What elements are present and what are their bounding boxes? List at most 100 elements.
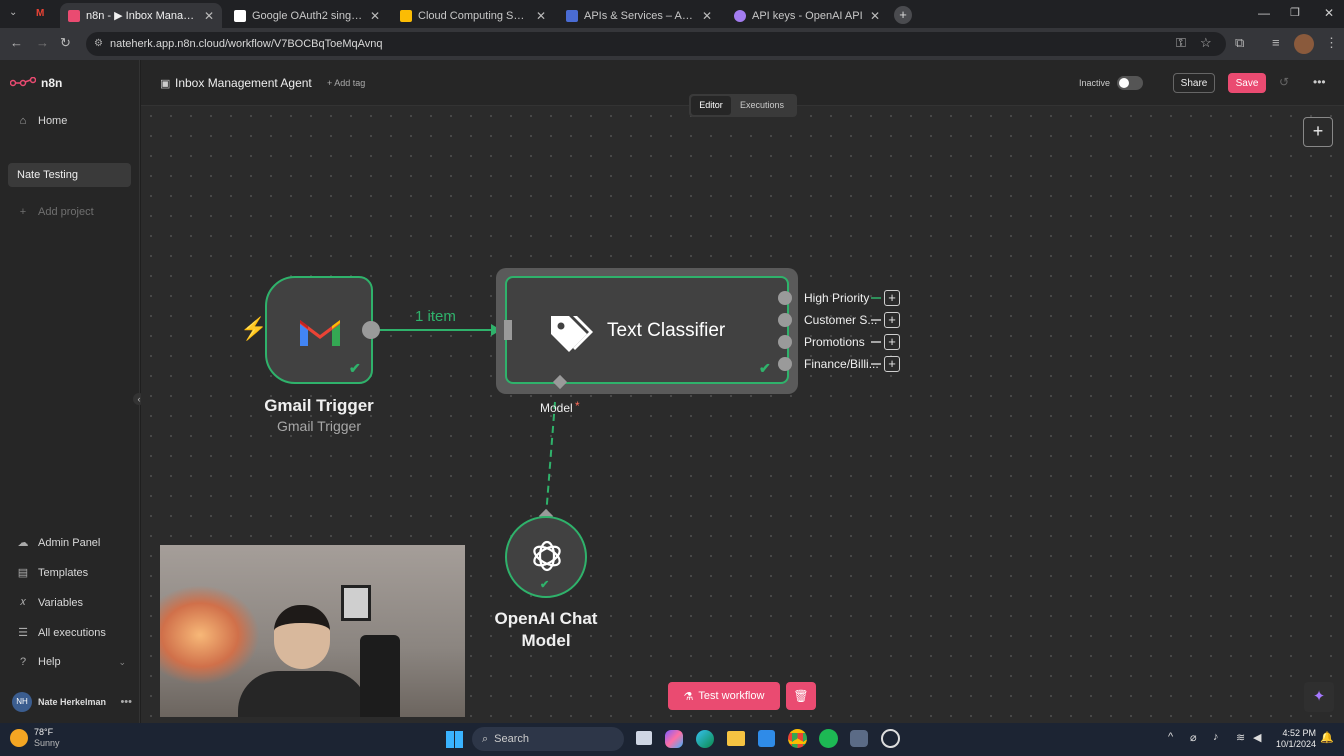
close-icon[interactable]: ✕ [701,8,712,23]
add-branch-node-button[interactable]: + [884,356,900,372]
reading-list-icon[interactable]: ≡ [1272,35,1280,50]
tab-n8n[interactable]: n8n - ▶ Inbox Management ✕ [60,3,222,28]
tab-cloud-computing[interactable]: Cloud Computing Services | Go ✕ [392,3,554,28]
n8n-logo[interactable]: n8n [10,76,62,90]
workflow-canvas[interactable]: Editor Executions + ⚡ ✔ Gmail Trigger Gm… [141,94,1344,723]
tab-executions[interactable]: Executions [731,96,793,115]
task-view-icon[interactable] [636,731,652,745]
history-icon[interactable]: ↺ [1279,75,1290,89]
sidebar-item-help[interactable]: ? Help ⌄ [16,656,126,668]
add-branch-node-button[interactable]: + [884,312,900,328]
clock[interactable]: 4:52 PM 10/1/2024 [1276,728,1316,750]
wifi-icon[interactable]: ≋ [1236,732,1246,744]
output-handle[interactable] [778,313,792,327]
output-handle[interactable] [778,335,792,349]
sidebar-item-project[interactable]: Nate Testing [8,163,131,187]
test-workflow-button[interactable]: ⚗ Test workflow [668,682,780,710]
workflow-name[interactable]: Inbox Management Agent [175,76,312,90]
profile-avatar[interactable] [1294,34,1314,54]
edge-icon[interactable] [696,730,714,748]
forward-icon[interactable]: → [36,35,49,50]
sidebar-item-label: All executions [38,626,106,639]
close-icon[interactable]: ✕ [369,8,380,23]
add-tag-link[interactable]: + Add tag [327,78,366,88]
output-handle[interactable] [778,357,792,371]
sidebar-item-admin-panel[interactable]: ☁ Admin Panel [16,536,101,550]
gmail-trigger-node[interactable]: ✔ [265,276,373,384]
tab-editor[interactable]: Editor [691,96,731,115]
site-info-icon[interactable]: ⚙ [94,38,103,49]
spotify-icon[interactable] [819,729,838,748]
sidebar-item-executions[interactable]: ☰ All executions [16,626,106,640]
output-handle[interactable] [362,321,380,339]
notifications-icon[interactable]: 🔔 [1320,732,1334,744]
output-handle[interactable] [778,291,792,305]
add-branch-node-button[interactable]: + [884,290,900,306]
webcam-torso [238,671,368,717]
gmail-tab-icon[interactable]: M [36,8,45,19]
volume-icon[interactable]: ◀ [1253,732,1262,744]
brand-name: n8n [41,76,63,90]
sidebar-item-variables[interactable]: 𝑥 Variables [16,596,83,609]
weather-desc: Sunny [34,738,60,748]
branch-label-finance: Finance/Billi... [804,357,879,371]
openai-chat-model-title: OpenAI Chat Model [471,608,621,652]
trash-icon: 🗑 [793,689,809,703]
microphone-icon[interactable]: ♪ [1213,731,1219,743]
gmail-icon [300,320,340,346]
delete-button[interactable]: 🗑 [786,682,816,710]
branch-label-promotions: Promotions [804,335,865,349]
plus-icon: + [19,206,27,218]
more-options-icon[interactable]: ••• [1313,75,1326,89]
reload-icon[interactable]: ↻ [60,35,71,50]
clock-date: 10/1/2024 [1276,739,1317,749]
test-workflow-label: Test workflow [698,690,765,702]
weather-widget[interactable]: 78°F Sunny [10,727,60,749]
password-key-icon[interactable]: ⚿ [1176,35,1186,50]
ai-assistant-button[interactable]: ✦ [1304,682,1334,712]
more-icon[interactable]: ••• [120,696,132,708]
chatgpt-app-icon[interactable] [881,729,900,748]
tab-apis-services[interactable]: APIs & Services – APIs & Servic ✕ [558,3,720,28]
tag-icon [551,316,593,352]
openai-chat-model-node[interactable]: ✔ [505,516,587,598]
browser-menu-icon[interactable]: ⋮ [1325,35,1338,50]
input-handle[interactable] [504,320,512,340]
network-off-icon[interactable]: ⌀ [1190,732,1197,744]
sidebar-item-home[interactable]: ⌂ Home [16,115,68,127]
tab-search-icon[interactable]: ⌄ [9,7,18,18]
url-field[interactable]: ⚙ nateherk.app.n8n.cloud/workflow/V7BOCB… [86,32,1226,56]
taskbar-search[interactable]: ⌕ Search [472,727,624,751]
tab-google-oauth[interactable]: Google OAuth2 single service | ✕ [226,3,388,28]
maximize-icon[interactable]: ❐ [1290,7,1300,19]
active-toggle[interactable] [1117,76,1143,90]
camera-app-icon[interactable] [850,730,868,747]
extensions-icon[interactable]: ⧉ [1235,35,1245,50]
store-icon[interactable] [758,730,775,747]
close-icon[interactable]: ✕ [535,8,546,23]
chrome-icon[interactable] [788,729,807,748]
browser-tab-bar: ⌄ M n8n - ▶ Inbox Management ✕ Google OA… [0,0,1344,28]
window-close-icon[interactable]: ✕ [1324,6,1335,20]
save-button[interactable]: Save [1228,73,1266,93]
add-node-button[interactable]: + [1303,117,1333,147]
connection-item-count: 1 item [415,308,456,325]
sidebar-item-templates[interactable]: ▤ Templates [16,566,88,580]
sidebar-item-add-project[interactable]: + Add project [16,206,94,218]
back-icon[interactable]: ← [10,35,23,50]
minimize-icon[interactable]: — [1258,6,1270,20]
close-icon[interactable]: ✕ [869,8,880,23]
windows-start-icon[interactable] [446,731,463,748]
user-menu[interactable]: NH Nate Herkelman ••• [12,692,132,712]
bookmark-star-icon[interactable]: ☆ [1200,35,1212,50]
close-icon[interactable]: ✕ [203,8,214,23]
file-explorer-icon[interactable] [727,731,745,746]
add-branch-node-button[interactable]: + [884,334,900,350]
new-tab-button[interactable]: + [894,6,912,24]
tab-openai-keys[interactable]: API keys - OpenAI API ✕ [726,3,888,28]
text-classifier-node[interactable]: Text Classifier ✔ [505,276,789,384]
copilot-icon[interactable] [665,730,683,748]
share-button[interactable]: Share [1173,73,1215,93]
cloud-icon: ☁ [17,537,29,549]
tray-chevron-icon[interactable]: ^ [1168,731,1174,743]
